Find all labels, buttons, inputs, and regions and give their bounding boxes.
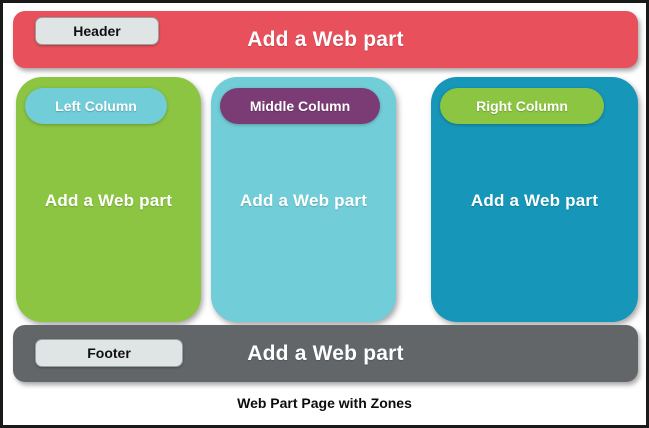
middle-column-pill[interactable]: Middle Column xyxy=(220,88,380,124)
diagram-canvas: Add a Web part Header Left Column Add a … xyxy=(3,3,646,425)
left-column-zone[interactable]: Left Column Add a Web part xyxy=(16,77,201,322)
header-zone-chip[interactable]: Header xyxy=(35,17,159,45)
diagram-caption: Web Part Page with Zones xyxy=(237,395,412,411)
middle-column-add-web-part-label[interactable]: Add a Web part xyxy=(239,191,368,210)
right-column-pill[interactable]: Right Column xyxy=(440,88,604,124)
right-column-zone[interactable]: Right Column Add a Web part xyxy=(431,77,638,322)
header-add-web-part-label[interactable]: Add a Web part xyxy=(247,28,404,51)
left-column-add-web-part-label[interactable]: Add a Web part xyxy=(44,191,173,210)
middle-column-zone[interactable]: Middle Column Add a Web part xyxy=(211,77,396,322)
footer-zone-chip[interactable]: Footer xyxy=(35,339,183,367)
left-column-pill[interactable]: Left Column xyxy=(25,88,167,124)
footer-add-web-part-label[interactable]: Add a Web part xyxy=(247,342,404,365)
right-column-add-web-part-label[interactable]: Add a Web part xyxy=(470,191,599,210)
